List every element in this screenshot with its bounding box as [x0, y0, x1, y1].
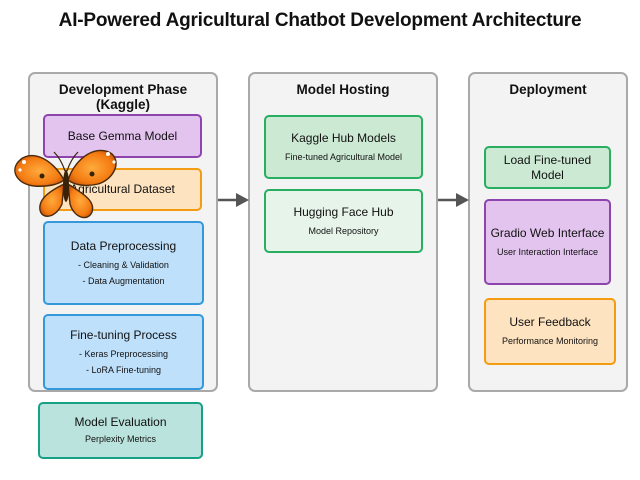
load-fine-tuned-model-label: Load Fine-tuned Model: [503, 152, 592, 182]
preprocessing-item: - Data Augmentation: [82, 275, 165, 286]
user-feedback-box: User Feedback Performance Monitoring: [484, 298, 616, 365]
user-feedback-title: User Feedback: [509, 315, 591, 329]
development-panel-title: Development Phase (Kaggle): [58, 82, 188, 112]
hugging-face-hub-sub: Model Repository: [308, 225, 379, 236]
hugging-face-hub-box: Hugging Face Hub Model Repository: [264, 189, 423, 253]
base-gemma-model-label: Base Gemma Model: [67, 128, 178, 143]
model-hosting-panel-title: Model Hosting: [296, 82, 390, 97]
gradio-web-interface-title: Gradio Web Interface: [490, 225, 605, 240]
data-preprocessing-box: Data Preprocessing - Cleaning & Validati…: [43, 221, 204, 305]
base-gemma-model-box: Base Gemma Model: [43, 114, 202, 158]
butterfly-icon: [14, 149, 117, 219]
preprocessing-item: - Cleaning & Validation: [78, 259, 169, 270]
kaggle-hub-models-sub: Fine-tuned Agricultural Model: [284, 151, 403, 162]
hugging-face-hub-title: Hugging Face Hub: [293, 204, 394, 219]
user-feedback-sub: Performance Monitoring: [501, 336, 599, 346]
fine-tuning-process-title: Fine-tuning Process: [70, 327, 177, 342]
kaggle-hub-models-title: Kaggle Hub Models: [291, 130, 396, 145]
load-fine-tuned-model-box: Load Fine-tuned Model: [484, 146, 611, 189]
arrow-hosting-to-deployment: [438, 193, 469, 207]
fine-tuning-item: - LoRA Fine-tuning: [85, 364, 162, 375]
fine-tuning-process-box: Fine-tuning Process - Keras Preprocessin…: [43, 314, 204, 390]
kaggle-hub-models-box: Kaggle Hub Models Fine-tuned Agricultura…: [264, 115, 423, 179]
deployment-panel-title: Deployment: [509, 82, 587, 97]
model-evaluation-box: Model Evaluation Perplexity Metrics: [38, 402, 203, 459]
data-preprocessing-title: Data Preprocessing: [70, 238, 177, 253]
gradio-web-interface-sub: User Interaction Interface: [496, 246, 599, 257]
diagram-title: AI-Powered Agricultural Chatbot Developm…: [58, 10, 582, 31]
model-evaluation-title: Model Evaluation: [74, 415, 167, 429]
fine-tuning-item: - Keras Preprocessing: [78, 348, 169, 359]
model-evaluation-sub: Perplexity Metrics: [84, 434, 156, 444]
agricultural-dataset-label: Agricultural Dataset: [70, 182, 175, 196]
gradio-web-interface-box: Gradio Web Interface User Interaction In…: [484, 199, 611, 285]
arrow-development-to-hosting: [218, 193, 249, 207]
